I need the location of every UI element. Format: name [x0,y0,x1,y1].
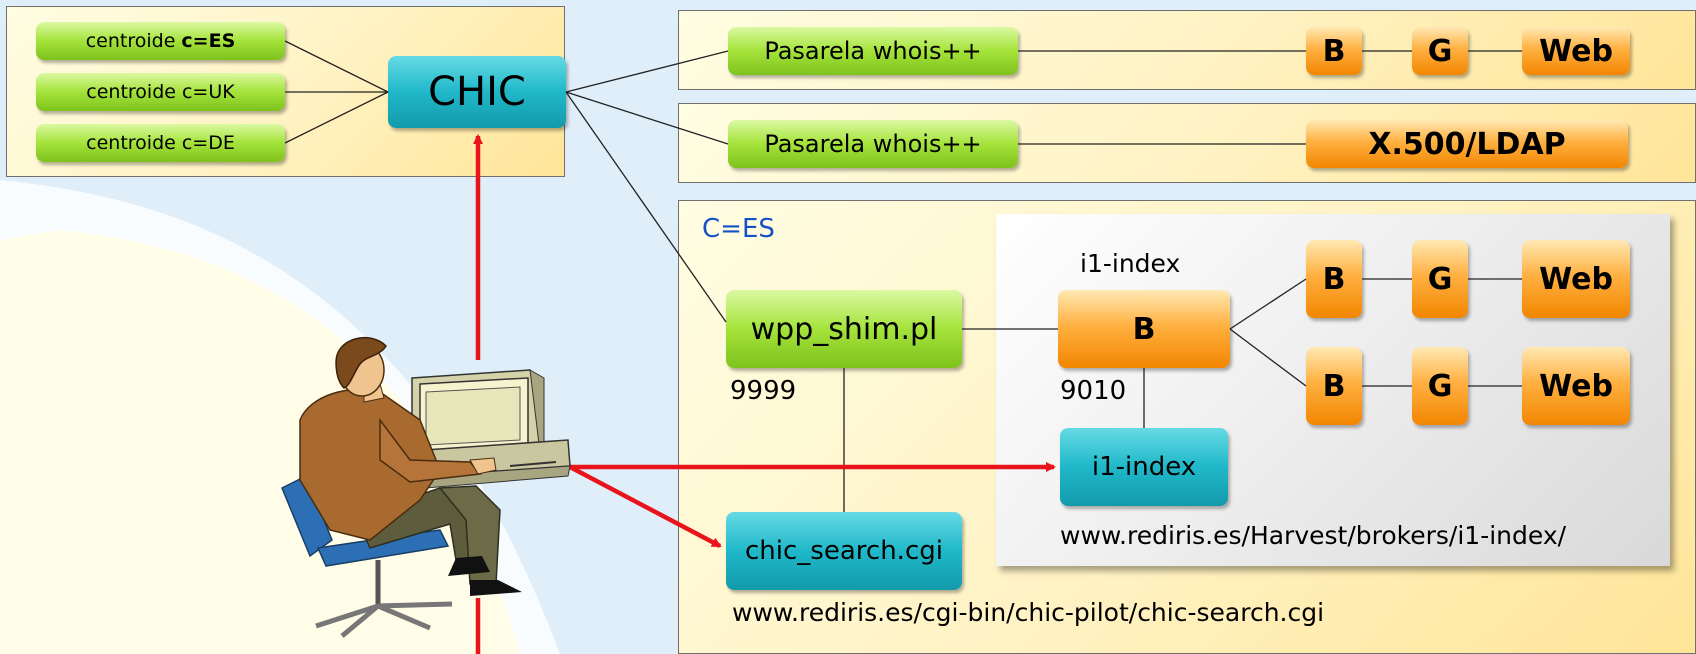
centroid-es[interactable]: centroide c=ES [36,22,285,60]
gateway-1-broker-b[interactable]: B [1306,27,1362,75]
row2-web[interactable]: Web [1522,347,1630,425]
row1-broker-b-label: B [1322,261,1346,297]
i1-broker-b-label: B [1132,311,1156,347]
i1-url: www.rediris.es/Harvest/brokers/i1-index/ [1060,521,1567,550]
i1-broker-b[interactable]: B [1058,290,1230,368]
chic-search-url: www.rediris.es/cgi-bin/chic-pilot/chic-s… [732,598,1325,627]
es-panel-title: C=ES [702,214,775,244]
i1-port: 9010 [1060,376,1127,406]
wpp-shim-label: wpp_shim.pl [750,311,938,347]
row1-broker-b[interactable]: B [1306,240,1362,318]
gateway-2-box[interactable]: Pasarela whois++ [728,120,1018,168]
centroid-es-country: c=ES [181,30,236,52]
gateway-1-box[interactable]: Pasarela whois++ [728,27,1018,75]
i1-index-box-label: i1-index [1091,452,1197,482]
row1-gatherer-g-label: G [1427,261,1453,297]
centroid-uk-label: centroide c=UK [86,81,235,103]
chic-search-label: chic_search.cgi [745,536,943,566]
chic-search-box[interactable]: chic_search.cgi [726,512,962,590]
row2-broker-b-label: B [1322,368,1346,404]
row2-web-label: Web [1539,368,1613,404]
row2-broker-b[interactable]: B [1306,347,1362,425]
chic-server[interactable]: CHIC [388,56,566,128]
wpp-port: 9999 [730,376,797,406]
chic-label: CHIC [428,69,526,115]
row2-gatherer-g[interactable]: G [1412,347,1468,425]
centroid-uk[interactable]: centroide c=UK [36,73,285,111]
gateway-1-web-label: Web [1539,33,1613,69]
i1-index-title: i1-index [1080,249,1181,278]
gateway-2-label: Pasarela whois++ [764,130,982,158]
row1-web-label: Web [1539,261,1613,297]
centroid-de[interactable]: centroide c=DE [36,124,285,162]
wpp-shim-box[interactable]: wpp_shim.pl [726,290,962,368]
i1-index-box[interactable]: i1-index [1060,428,1228,506]
row1-gatherer-g[interactable]: G [1412,240,1468,318]
row2-gatherer-g-label: G [1427,368,1453,404]
gateway-1-broker-b-label: B [1322,33,1346,69]
gateway-1-web[interactable]: Web [1522,27,1630,75]
centroid-de-label: centroide c=DE [86,132,235,154]
gateway-1-label: Pasarela whois++ [764,37,982,65]
ldap-box[interactable]: X.500/LDAP [1306,120,1628,168]
gateway-1-gatherer-g[interactable]: G [1412,27,1468,75]
ldap-label: X.500/LDAP [1368,126,1566,162]
row1-web[interactable]: Web [1522,240,1630,318]
gateway-1-gatherer-g-label: G [1427,33,1453,69]
centroid-es-prefix: centroide [85,30,182,52]
